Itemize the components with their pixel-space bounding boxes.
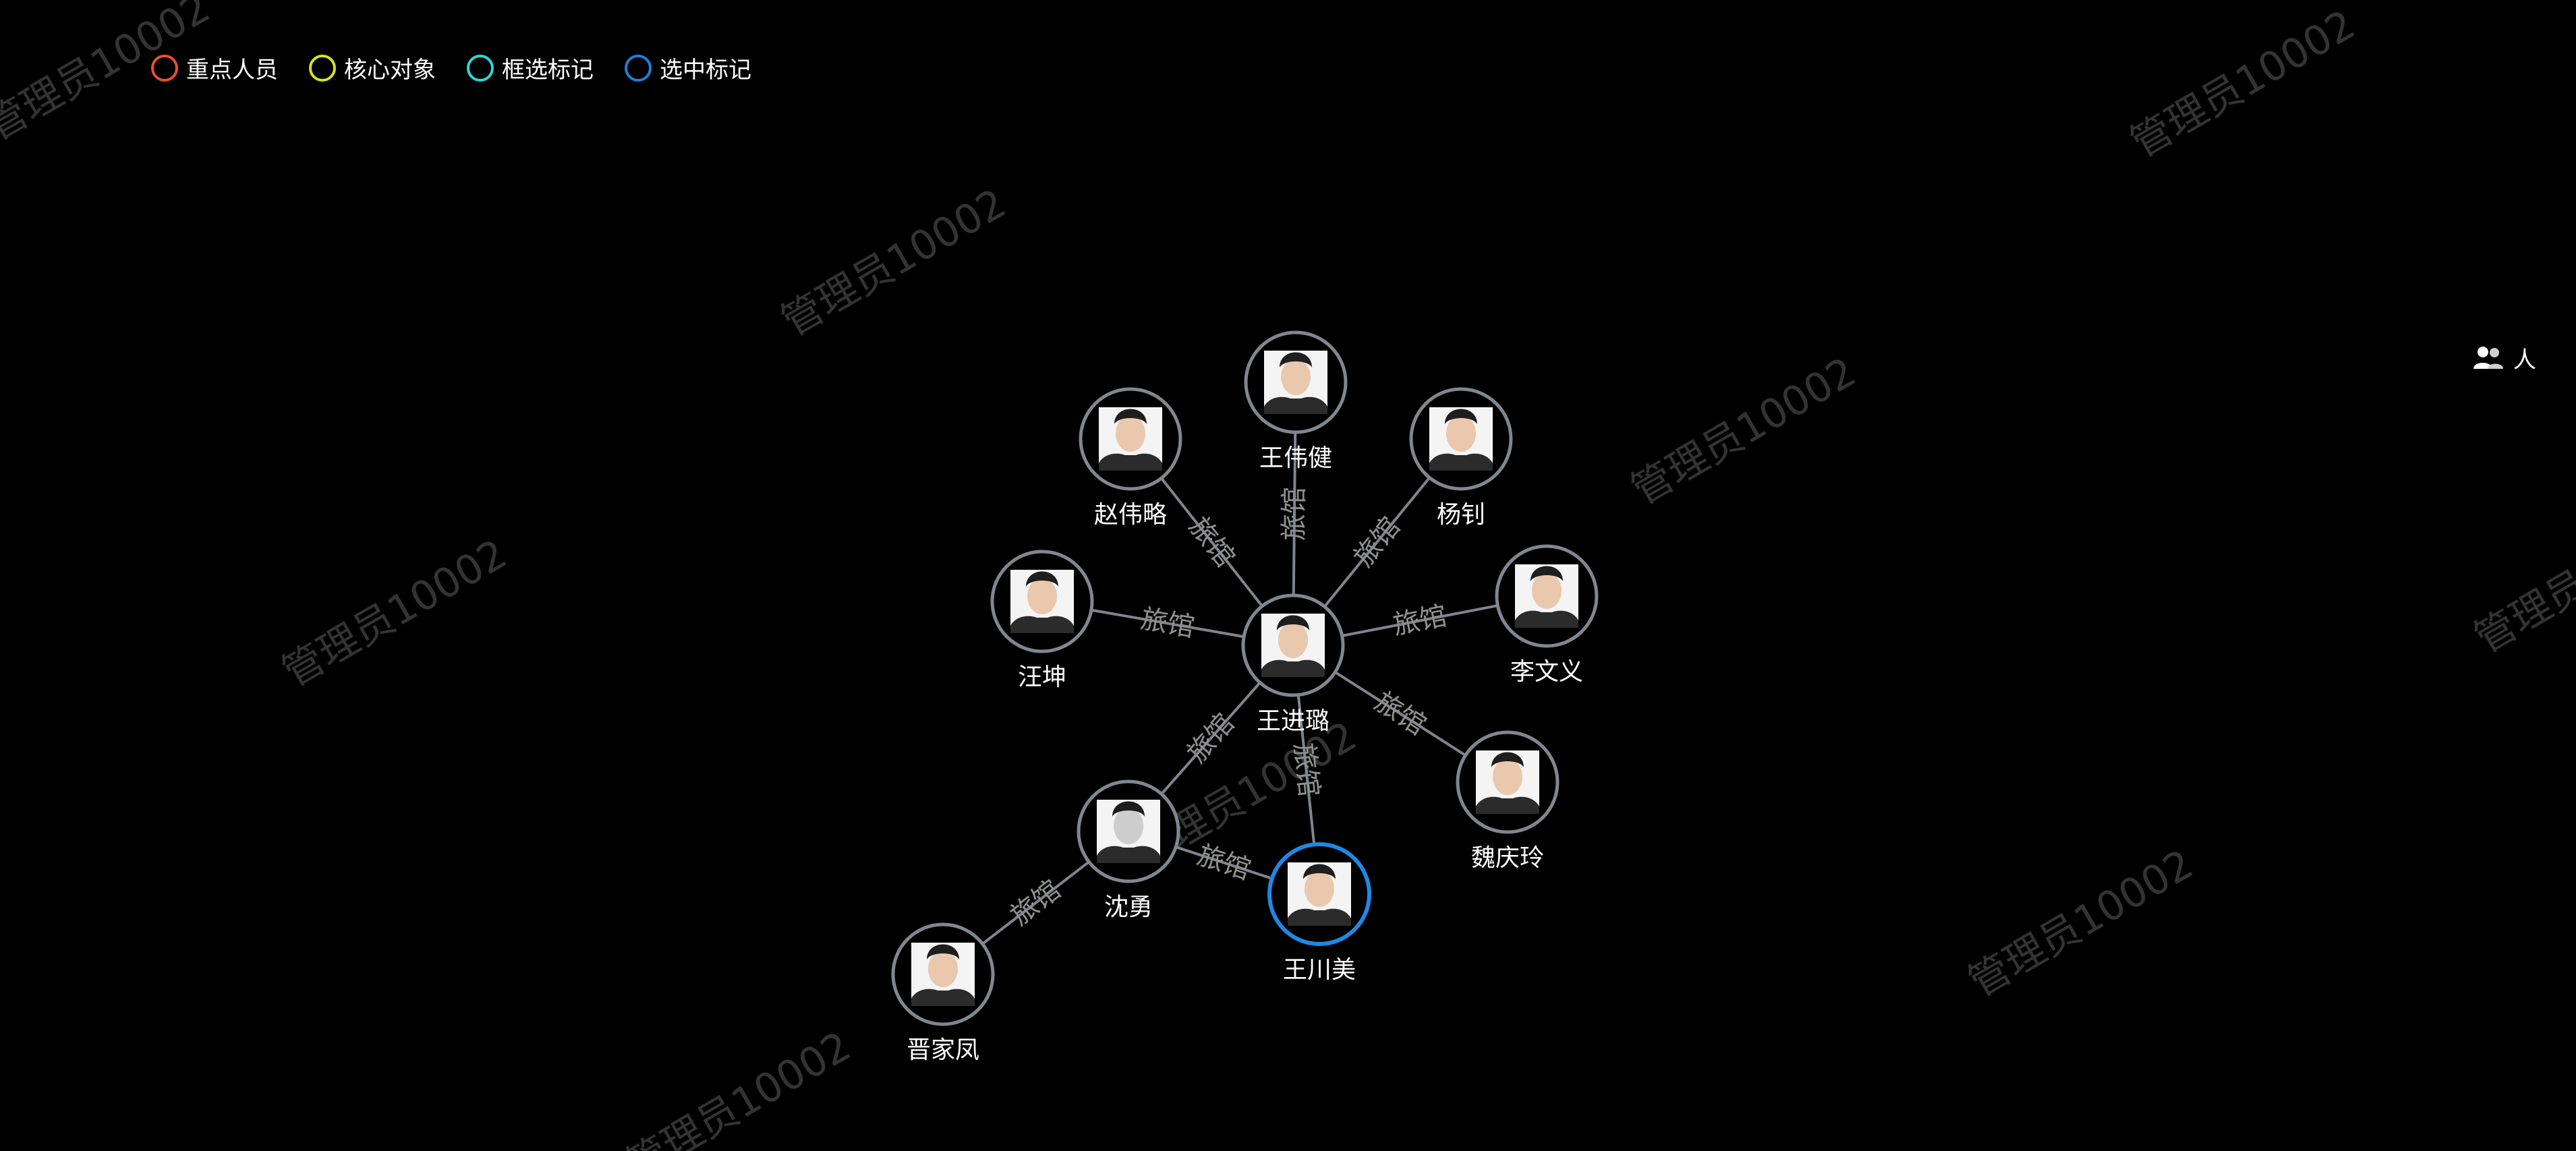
legend-ring-icon xyxy=(625,54,652,82)
person-photo xyxy=(1010,570,1074,633)
graph-node-n1[interactable]: 王伟健 xyxy=(1244,330,1348,472)
right-widget-label: 人 xyxy=(2513,347,2536,374)
graph-node-n8[interactable]: 王川美 xyxy=(1267,842,1371,984)
legend-ring-icon xyxy=(467,54,494,82)
legend-item-core-object[interactable]: 核心对象 xyxy=(309,51,436,84)
person-photo xyxy=(1476,750,1539,814)
node-name-label: 赵伟略 xyxy=(1094,501,1167,529)
person-group-icon xyxy=(2473,346,2503,369)
node-name-label: 魏庆玲 xyxy=(1471,844,1544,872)
legend-label: 重点人员 xyxy=(186,57,278,84)
graph-node-n3[interactable]: 杨钊 xyxy=(1409,387,1513,529)
person-photo xyxy=(1261,614,1325,677)
node-name-label: 李文义 xyxy=(1510,658,1583,686)
edge-label: 旅馆 xyxy=(1348,511,1406,572)
legend-item-key-person[interactable]: 重点人员 xyxy=(151,51,278,84)
edge-label: 旅馆 xyxy=(1193,839,1254,886)
node-name-label: 汪坤 xyxy=(1018,663,1066,691)
edge-label: 旅馆 xyxy=(1288,741,1324,798)
person-photo xyxy=(1288,862,1351,926)
person-photo xyxy=(1099,407,1162,471)
node-name-label: 沈勇 xyxy=(1104,893,1153,921)
legend-item-selected-mark[interactable]: 选中标记 xyxy=(625,51,751,84)
edge-label-layer: 旅馆旅馆旅馆旅馆旅馆旅馆旅馆旅馆旅馆旅馆 xyxy=(1005,487,1450,932)
node-name-label: 王川美 xyxy=(1283,956,1356,984)
graph-node-n2[interactable]: 赵伟略 xyxy=(1079,387,1182,529)
person-photo xyxy=(1264,351,1327,414)
graph-node-center[interactable]: 王进璐 xyxy=(1241,593,1345,735)
legend-ring-icon xyxy=(309,54,336,82)
edge-label: 旅馆 xyxy=(1369,686,1431,742)
person-photo xyxy=(911,943,975,1006)
edge-label: 旅馆 xyxy=(1390,600,1449,641)
graph-node-n9[interactable]: 晋家凤 xyxy=(891,922,995,1064)
person-filter-toggle[interactable]: 人 xyxy=(2471,341,2536,374)
graph-node-n6[interactable]: 魏庆玲 xyxy=(1456,730,1559,872)
person-photo xyxy=(1097,800,1160,863)
edge-label: 旅馆 xyxy=(1139,603,1197,643)
edge-label: 旅馆 xyxy=(1183,511,1241,572)
legend-ring-icon xyxy=(151,54,178,82)
node-name-label: 王进璐 xyxy=(1257,707,1329,735)
legend: 重点人员 核心对象 框选标记 选中标记 xyxy=(151,51,751,84)
graph-node-n4[interactable]: 汪坤 xyxy=(990,550,1094,691)
legend-label: 核心对象 xyxy=(344,57,436,84)
person-photo xyxy=(1515,564,1578,628)
node-name-label: 王伟健 xyxy=(1259,444,1332,472)
edge-label: 旅馆 xyxy=(1005,874,1066,931)
edge-label: 旅馆 xyxy=(1279,487,1311,541)
legend-label: 框选标记 xyxy=(502,57,594,84)
graph-node-n7[interactable]: 沈勇 xyxy=(1077,779,1180,921)
legend-item-box-select-mark[interactable]: 框选标记 xyxy=(467,51,594,84)
person-photo xyxy=(1429,407,1493,471)
node-name-label: 晋家凤 xyxy=(907,1036,979,1064)
graph-node-n5[interactable]: 李文义 xyxy=(1495,544,1599,686)
legend-label: 选中标记 xyxy=(660,57,751,84)
node-name-label: 杨钊 xyxy=(1437,501,1485,529)
